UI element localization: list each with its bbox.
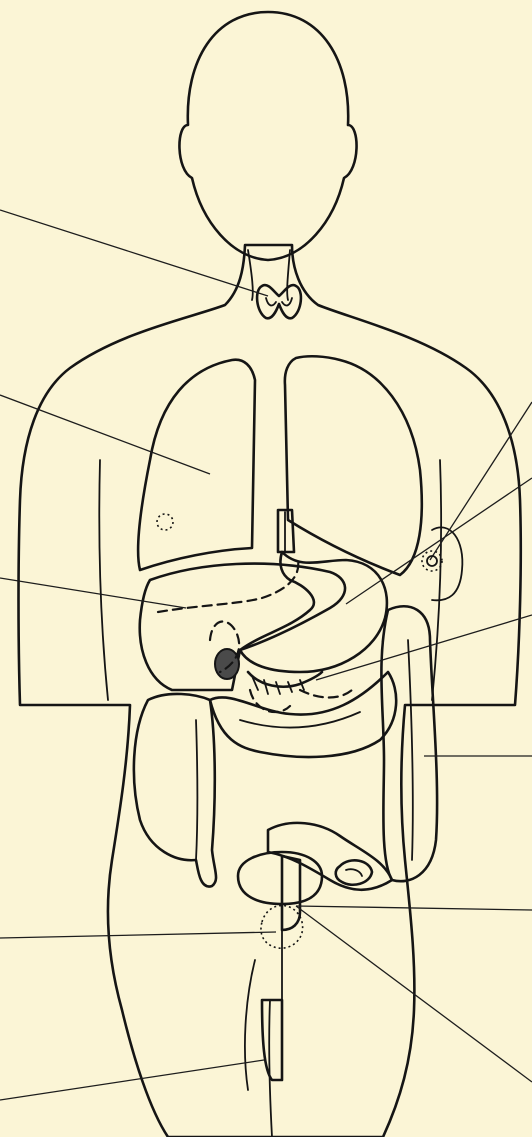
leader-ovary [296,906,532,910]
leader-testis [0,1060,264,1100]
thyroid [257,285,301,318]
head [179,12,356,260]
leader-liver [0,578,186,608]
leader-pancreas [316,615,532,680]
gallbladder [215,649,239,679]
body-outline [19,245,521,1137]
large-intestine [134,606,437,890]
pancreas [248,672,322,694]
leader-thyroid [0,210,268,296]
leader-lines [0,210,532,1100]
leader-uterus [296,906,532,1082]
leader-lung [0,395,210,474]
testes [262,930,282,1080]
stomach [240,552,387,672]
pituitary-marker [157,514,173,530]
bladder [238,852,322,930]
esophagus [278,510,294,552]
leader-stomach [346,478,532,604]
breast-dotted-ring [422,551,442,571]
leader-bladder [0,932,276,938]
kidney-ovary [336,860,372,884]
lungs [138,356,422,575]
